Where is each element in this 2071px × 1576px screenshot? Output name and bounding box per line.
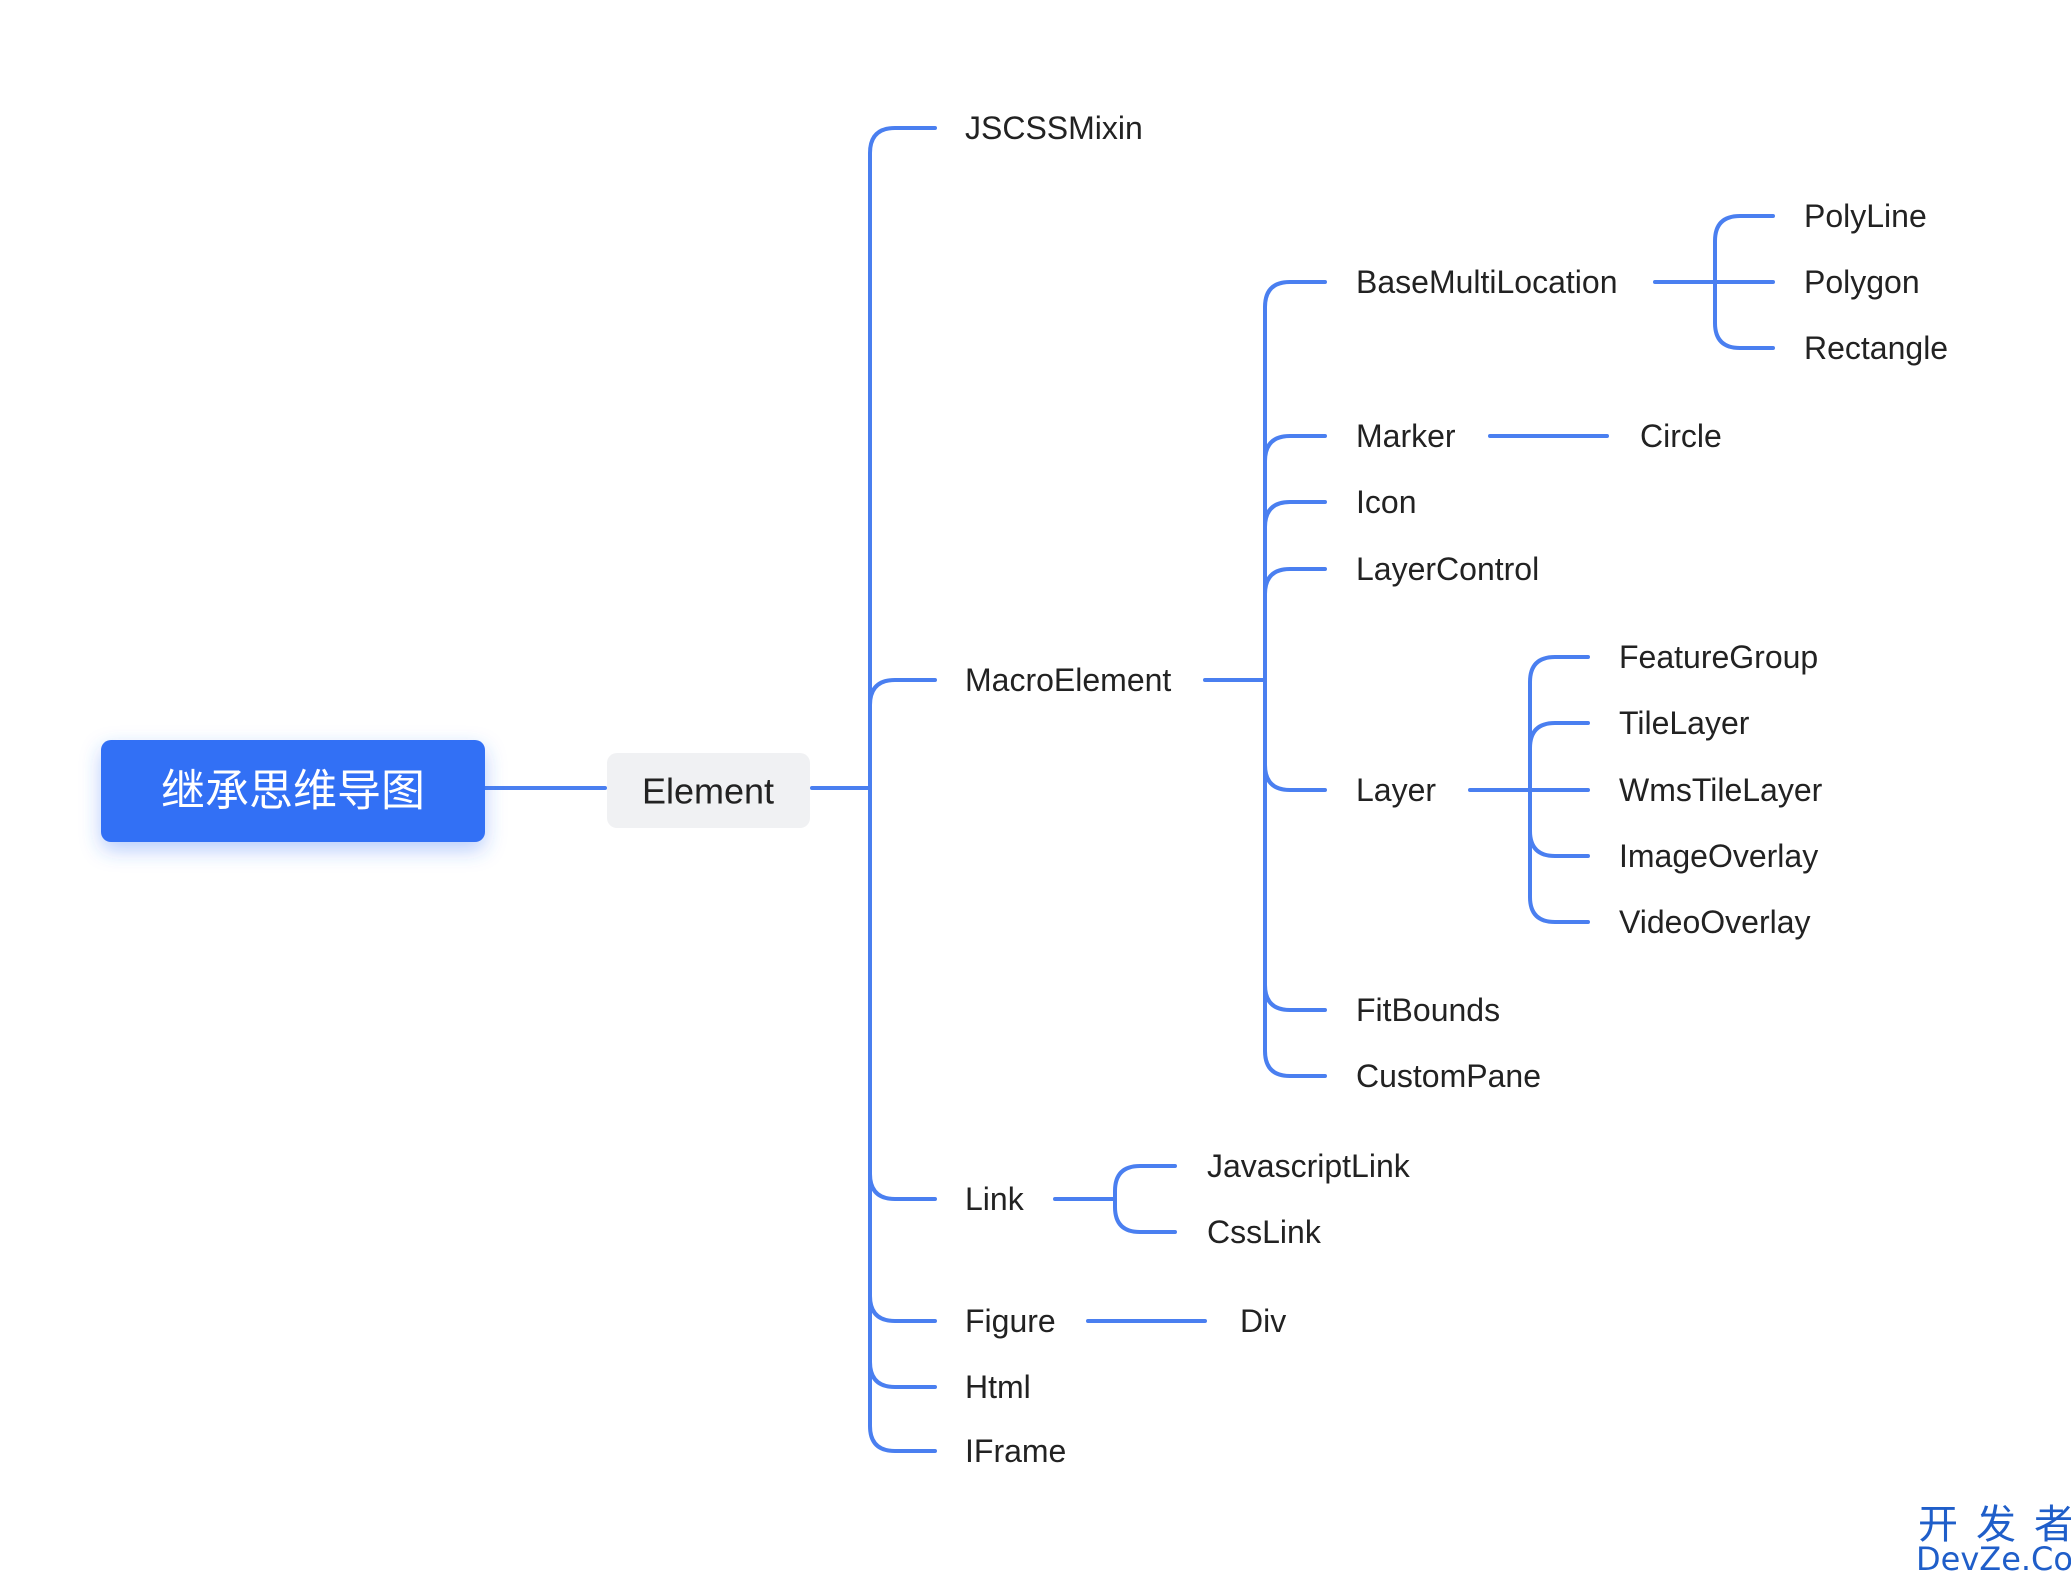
node-videooverlay[interactable]: VideoOverlay [1619, 904, 1811, 940]
edge-to-html [868, 1360, 937, 1389]
marker-children: Circle [1640, 418, 1722, 454]
edge-to-layercontrol [1263, 567, 1327, 596]
node-polygon[interactable]: Polygon [1804, 264, 1920, 300]
watermark: 开发者 DevZe.CoM [1916, 1502, 2071, 1576]
node-layercontrol[interactable]: LayerControl [1356, 551, 1539, 587]
trunk-element-children [868, 126, 937, 1453]
figure-children: Div [1240, 1303, 1286, 1339]
node-div[interactable]: Div [1240, 1303, 1286, 1339]
root-label: 继承思维导图 [161, 766, 425, 817]
connectors [483, 126, 1775, 1453]
node-csslink[interactable]: CssLink [1207, 1214, 1322, 1250]
basemulti-children: PolyLine Polygon Rectangle [1804, 198, 1948, 366]
watermark-cn: 开发者 [1918, 1502, 2071, 1548]
edge-to-tilelayer [1528, 721, 1590, 750]
node-icon[interactable]: Icon [1356, 484, 1416, 520]
node-circle[interactable]: Circle [1640, 418, 1722, 454]
node-imageoverlay[interactable]: ImageOverlay [1619, 838, 1818, 874]
edge-to-layer [1263, 763, 1327, 792]
edge-to-fitbounds [1263, 983, 1327, 1012]
edge-to-imageoverlay [1528, 829, 1590, 858]
node-basemultilocation[interactable]: BaseMultiLocation [1356, 264, 1617, 300]
node-wmstilelayer[interactable]: WmsTileLayer [1619, 772, 1823, 808]
macroelement-children: BaseMultiLocation Marker Icon LayerContr… [1356, 264, 1617, 1094]
node-jscssmixin[interactable]: JSCSSMixin [965, 110, 1143, 146]
element-node[interactable]: Element [607, 753, 810, 828]
node-html[interactable]: Html [965, 1369, 1031, 1405]
edge-to-icon [1263, 500, 1327, 529]
node-tilelayer[interactable]: TileLayer [1619, 705, 1750, 741]
edge-to-figure [868, 1294, 937, 1323]
trunk-macroelement-children [1263, 280, 1327, 1078]
watermark-en: DevZe.CoM [1916, 1540, 2071, 1576]
node-fitbounds[interactable]: FitBounds [1356, 992, 1500, 1028]
node-polyline[interactable]: PolyLine [1804, 198, 1927, 234]
node-layer[interactable]: Layer [1356, 772, 1436, 808]
node-rectangle[interactable]: Rectangle [1804, 330, 1948, 366]
node-marker[interactable]: Marker [1356, 418, 1456, 454]
trunk-link-children [1113, 1164, 1177, 1234]
node-link[interactable]: Link [965, 1181, 1025, 1217]
node-javascriptlink[interactable]: JavascriptLink [1207, 1148, 1411, 1184]
edge-to-macroelement [868, 678, 937, 707]
link-children: JavascriptLink CssLink [1207, 1148, 1411, 1250]
node-macroelement[interactable]: MacroElement [965, 662, 1171, 698]
root-node[interactable]: 继承思维导图 [101, 740, 485, 842]
layer-children: FeatureGroup TileLayer WmsTileLayer Imag… [1619, 639, 1823, 940]
element-label: Element [642, 771, 774, 812]
node-iframe[interactable]: IFrame [965, 1433, 1066, 1469]
element-children: JSCSSMixin MacroElement Link Figure Html… [965, 110, 1171, 1469]
edge-to-link [868, 1172, 937, 1201]
edge-to-marker [1263, 434, 1327, 463]
node-featuregroup[interactable]: FeatureGroup [1619, 639, 1818, 675]
node-custompane[interactable]: CustomPane [1356, 1058, 1541, 1094]
node-figure[interactable]: Figure [965, 1303, 1056, 1339]
